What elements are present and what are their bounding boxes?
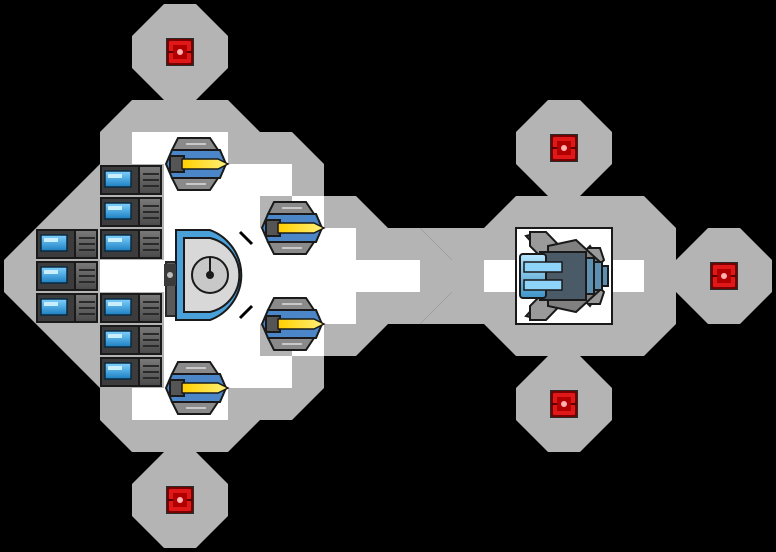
- weapon-turret[interactable]: [260, 297, 326, 351]
- weapon-turret[interactable]: [164, 361, 230, 415]
- defense-node[interactable]: [166, 486, 194, 514]
- weapon-turret[interactable]: [260, 201, 326, 255]
- power-cell-module[interactable]: [100, 164, 164, 196]
- power-cell-module[interactable]: [100, 228, 164, 260]
- power-cell-module[interactable]: [36, 260, 100, 292]
- power-cell-module[interactable]: [100, 196, 164, 228]
- defense-node[interactable]: [710, 262, 738, 290]
- power-cell-module[interactable]: [100, 356, 164, 388]
- power-cells: [36, 164, 164, 388]
- weapon-turret[interactable]: [164, 137, 230, 191]
- floor-tile: [356, 260, 420, 292]
- defense-node[interactable]: [550, 390, 578, 418]
- defense-node[interactable]: [550, 134, 578, 162]
- power-cell-module[interactable]: [36, 292, 100, 324]
- power-cell-module[interactable]: [36, 228, 100, 260]
- floor-tile: [324, 228, 356, 324]
- engine-module[interactable]: [515, 227, 613, 325]
- floor-tile: [164, 324, 260, 356]
- floor-tile: [484, 260, 516, 292]
- weapons: [164, 137, 326, 415]
- power-cell-module[interactable]: [100, 292, 164, 324]
- floor-tile: [612, 260, 644, 292]
- floor-tile: [164, 196, 260, 228]
- defense-node[interactable]: [166, 38, 194, 66]
- power-cell-module[interactable]: [100, 324, 164, 356]
- reactor-core[interactable]: [164, 228, 260, 324]
- defense-nodes: [166, 38, 738, 514]
